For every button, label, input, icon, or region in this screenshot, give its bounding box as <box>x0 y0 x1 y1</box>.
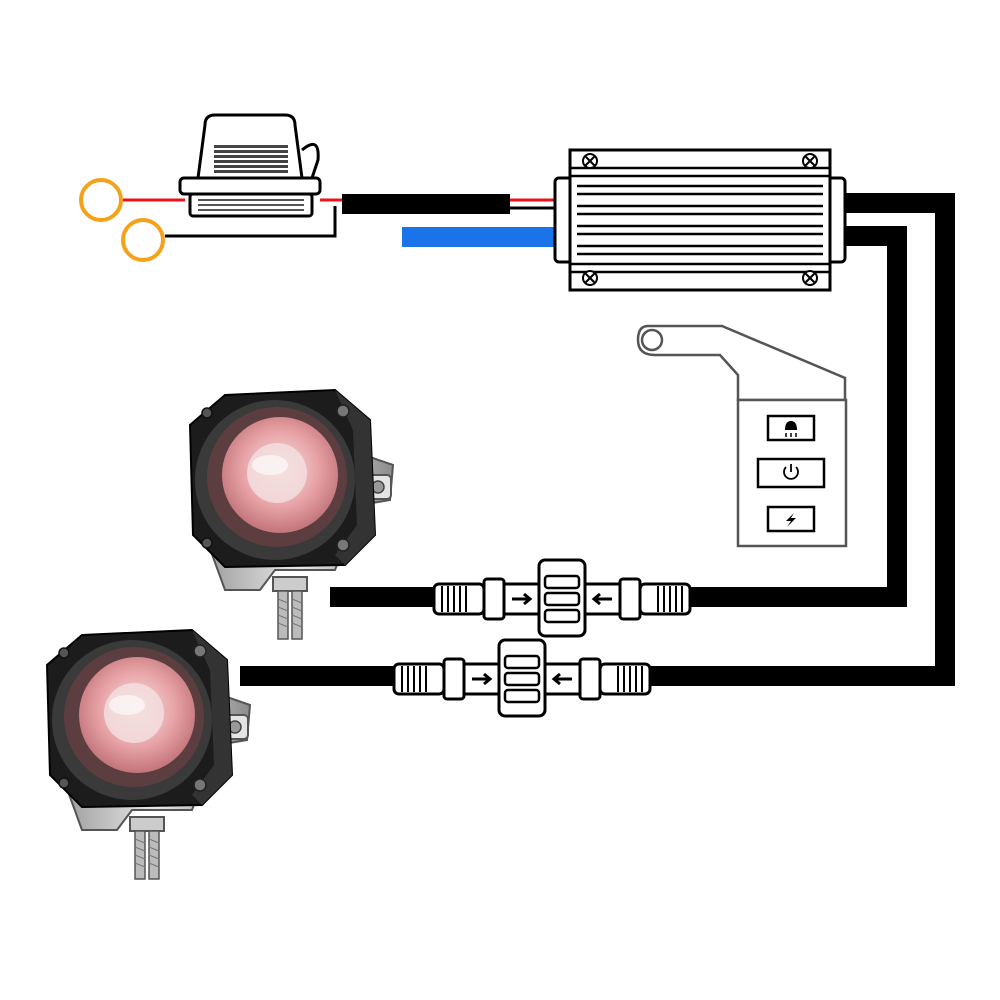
light-mode-button[interactable] <box>766 414 816 442</box>
power-icon <box>783 466 799 480</box>
waterproof-connector-icon <box>392 638 652 718</box>
main-power-cable <box>342 194 510 214</box>
light-mode-icon <box>785 421 797 430</box>
lightning-icon <box>786 513 796 527</box>
output-cable-inner <box>685 226 907 607</box>
led-pod-icon <box>45 628 252 881</box>
switch-panel-icon <box>636 324 848 548</box>
ring-terminal-icon <box>121 218 165 262</box>
output-cable-outer <box>645 193 955 686</box>
waterproof-connector-icon <box>432 558 692 638</box>
fuse-holder-icon <box>178 113 322 218</box>
ring-terminal-icon <box>79 178 123 222</box>
power-button[interactable] <box>756 457 826 489</box>
signal-wire <box>402 227 557 247</box>
wire-harness <box>122 193 955 686</box>
controller-icon <box>553 148 847 292</box>
flash-button[interactable] <box>766 505 816 533</box>
negative-lead <box>165 206 337 238</box>
